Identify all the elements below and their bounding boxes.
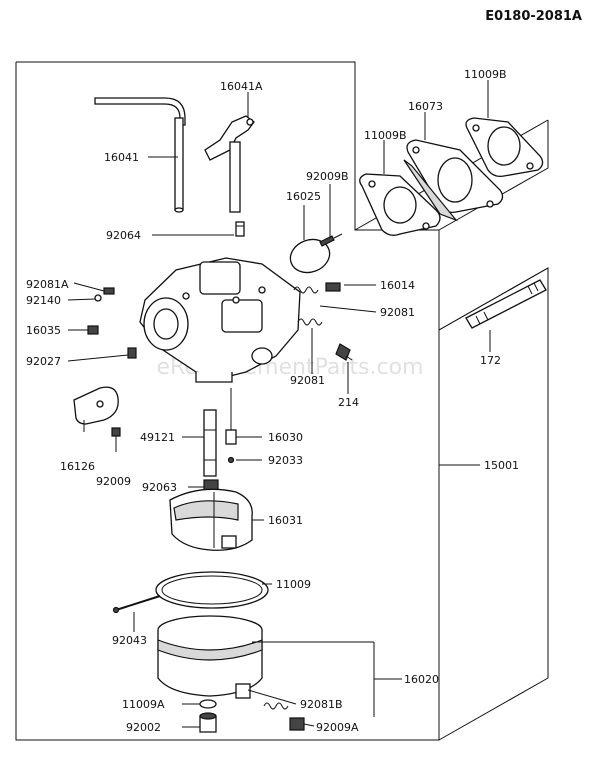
diagram-code: E0180-2081A [485, 9, 582, 24]
label-92009: 92009 [96, 475, 131, 488]
label-11009B-top: 11009B [464, 68, 507, 81]
nut-92027-part [127, 347, 137, 359]
label-16031: 16031 [268, 514, 303, 527]
gasket-11009B-right-part [465, 117, 544, 178]
label-49121: 49121 [140, 431, 175, 444]
stud-172-part [465, 279, 547, 329]
label-92140: 92140 [26, 294, 61, 307]
label-92081A: 92081A [26, 278, 69, 291]
screw-92009B-part [319, 233, 343, 247]
part-labels: 16041A 11009B 16073 11009B 16041 92009B … [26, 68, 519, 734]
label-92009A: 92009A [316, 721, 359, 734]
label-92081-right: 92081 [380, 306, 415, 319]
label-92081-mid: 92081 [290, 374, 325, 387]
insulator-16073-part [403, 139, 504, 222]
float-16031-part [169, 488, 253, 551]
label-16073: 16073 [408, 100, 443, 113]
carburetor-body-part [139, 257, 301, 383]
choke-plate-part [73, 386, 121, 437]
label-92033: 92033 [268, 454, 303, 467]
label-11009B-left: 11009B [364, 129, 407, 142]
gasket-11009B-left-part [359, 173, 441, 236]
label-214: 214 [338, 396, 359, 409]
label-16025: 16025 [286, 190, 321, 203]
small-parts-92081A-92140 [94, 287, 115, 302]
leader-lines [67, 80, 491, 728]
label-92009B: 92009B [306, 170, 349, 183]
spring-16014-part [293, 282, 341, 294]
throttle-shaft-part [94, 97, 186, 213]
label-92027: 92027 [26, 355, 61, 368]
label-16126: 16126 [60, 460, 95, 473]
throttle-valve-part [289, 238, 331, 274]
label-92043: 92043 [112, 634, 147, 647]
gasket-11009-part [155, 571, 269, 609]
screw-92064-part [235, 221, 245, 237]
label-16014: 16014 [380, 279, 415, 292]
label-15001: 15001 [484, 459, 519, 472]
label-172: 172 [480, 354, 501, 367]
label-92002: 92002 [126, 721, 161, 734]
label-11009A: 11009A [122, 698, 165, 711]
part-92033 [227, 456, 235, 464]
drain-bolt-parts [199, 699, 217, 733]
label-16020: 16020 [404, 673, 439, 686]
main-nozzle-part [203, 409, 217, 477]
label-16030: 16030 [268, 431, 303, 444]
label-92081B: 92081B [300, 698, 343, 711]
spring-screw-92081B-92009A-part [263, 702, 305, 731]
screw-16035-part [87, 325, 99, 335]
throttle-lever-part [204, 115, 255, 213]
pilot-jet-part [225, 388, 237, 445]
label-16041: 16041 [104, 151, 139, 164]
label-92064: 92064 [106, 229, 141, 242]
label-92063: 92063 [142, 481, 177, 494]
label-11009: 11009 [276, 578, 311, 591]
label-16035: 16035 [26, 324, 61, 337]
spring-92081-part [297, 318, 323, 326]
float-bowl-part [157, 615, 263, 699]
pin-92043-part [112, 595, 161, 614]
label-16041A: 16041A [220, 80, 263, 93]
screw-214-part [335, 343, 353, 361]
